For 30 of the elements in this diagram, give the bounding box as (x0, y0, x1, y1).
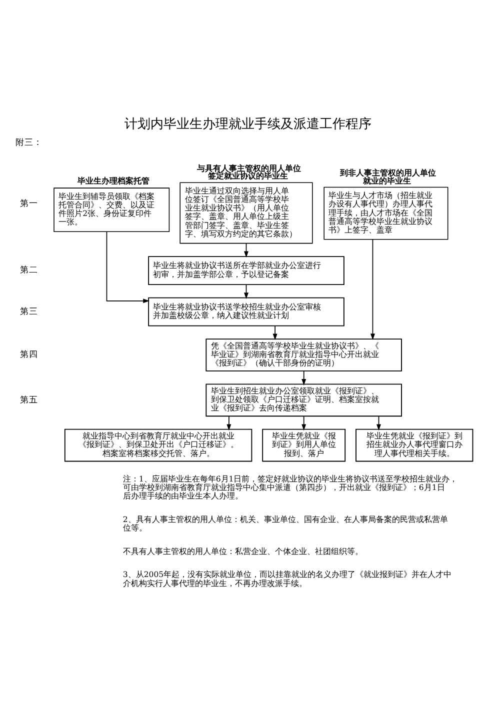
node-box: 毕业生通过双向选择与用人单位签订《全国普通高等学校毕业生就业协议书》（用人单位签字、盖章、用人单位上级主管部门签字、盖章、毕业生签字、填写双方约定的其它条款） (180, 182, 313, 244)
arrow (370, 238, 375, 340)
arrow (302, 370, 306, 385)
label: 第三 (20, 306, 38, 316)
label: 3、从2005年起，没有实际就业单位，而以挂靠就业的名义办理了《就业报到证》并在人才中介机构实行人事代理的毕业生，不再办理改派手续。 (122, 570, 452, 588)
node-label: 到非人事主管权的用人单位就业的毕业生 (340, 168, 436, 185)
node-box: 毕业生凭就业《报到证》到用人单位报到、落户 (262, 428, 346, 462)
label: 第四 (20, 350, 38, 360)
node-box: 毕业生与人才市场（招生就业办设有人事代理）办理人事代理手续，由人才市场在《全国普通高等学校毕业生就业协议书》上签字、盖章 (324, 186, 448, 240)
node-box: 毕业生将就业协议书送所在学部就业办公室进行初审，并加盖学部公章，予以登记备案 (148, 256, 344, 285)
label: 注：1、应届毕业生在每年6月1日前，签定好就业协议的毕业生将协议书送至学校招生就业办，可由学校到湖南省教育厅就业指导中心集中派遣（第四步），开出就业《报到证》；6月1日后办理手续的由毕业生本人办理。 (122, 474, 458, 500)
diagram-title: 计划内毕业生办理就业手续及派遣工作程序 (124, 116, 372, 132)
node-label: 毕业生办理档案托管 (77, 176, 150, 185)
label: 不具有人事主管权的用人单位：私营企业、个体企业、社团组织等。 (122, 546, 363, 556)
arrow (226, 415, 232, 430)
node-box: 毕业生凭就业《报到证》到招生就业办人事代理窗口办理人事代理相关手续。 (356, 428, 474, 462)
label: 第二 (20, 265, 38, 276)
node-box: 毕业生到辅导员领取《档案托管合同》、交费、以及证件照片2张、身份证复印件一张。 (54, 187, 170, 232)
node-box: 毕业生将就业协议书送学校招生就业办公室审核并加盖校级公章，纳入建议性就业计划 (148, 296, 344, 326)
node-label: 与具有人事主管权的用人单位签定就业协议的毕业生 (196, 163, 301, 180)
label: 第一 (20, 198, 38, 208)
label: 2、具有人事主管权的用人单位：机关、事业单位、国有企业、在人事局备案的民营或私营单位等。 (122, 514, 448, 532)
node-box: 毕业生到招生就业办公室领取就业《报到证》、到保卫处领取《户口迁移证》证明、档案室按就业《报到证》去向传递档案 (206, 383, 402, 416)
label: 附三： (16, 138, 43, 148)
label: 第五 (20, 394, 38, 405)
arrow (302, 415, 306, 430)
node-box: 就业指导中心到省教育厅就业中心开出就业《报到证》、到保卫处开出《户口迁移证》。档案室将档案移交托管、落户。 (64, 428, 252, 462)
arrow (106, 230, 150, 303)
node-box: 凭《全国普通高等学校毕业生就业协议书》、《毕业证》到湖南省教育厅就业指导中心开出就业《报到证》（确认干部身份的证明） (206, 338, 402, 371)
arrow (272, 325, 278, 340)
